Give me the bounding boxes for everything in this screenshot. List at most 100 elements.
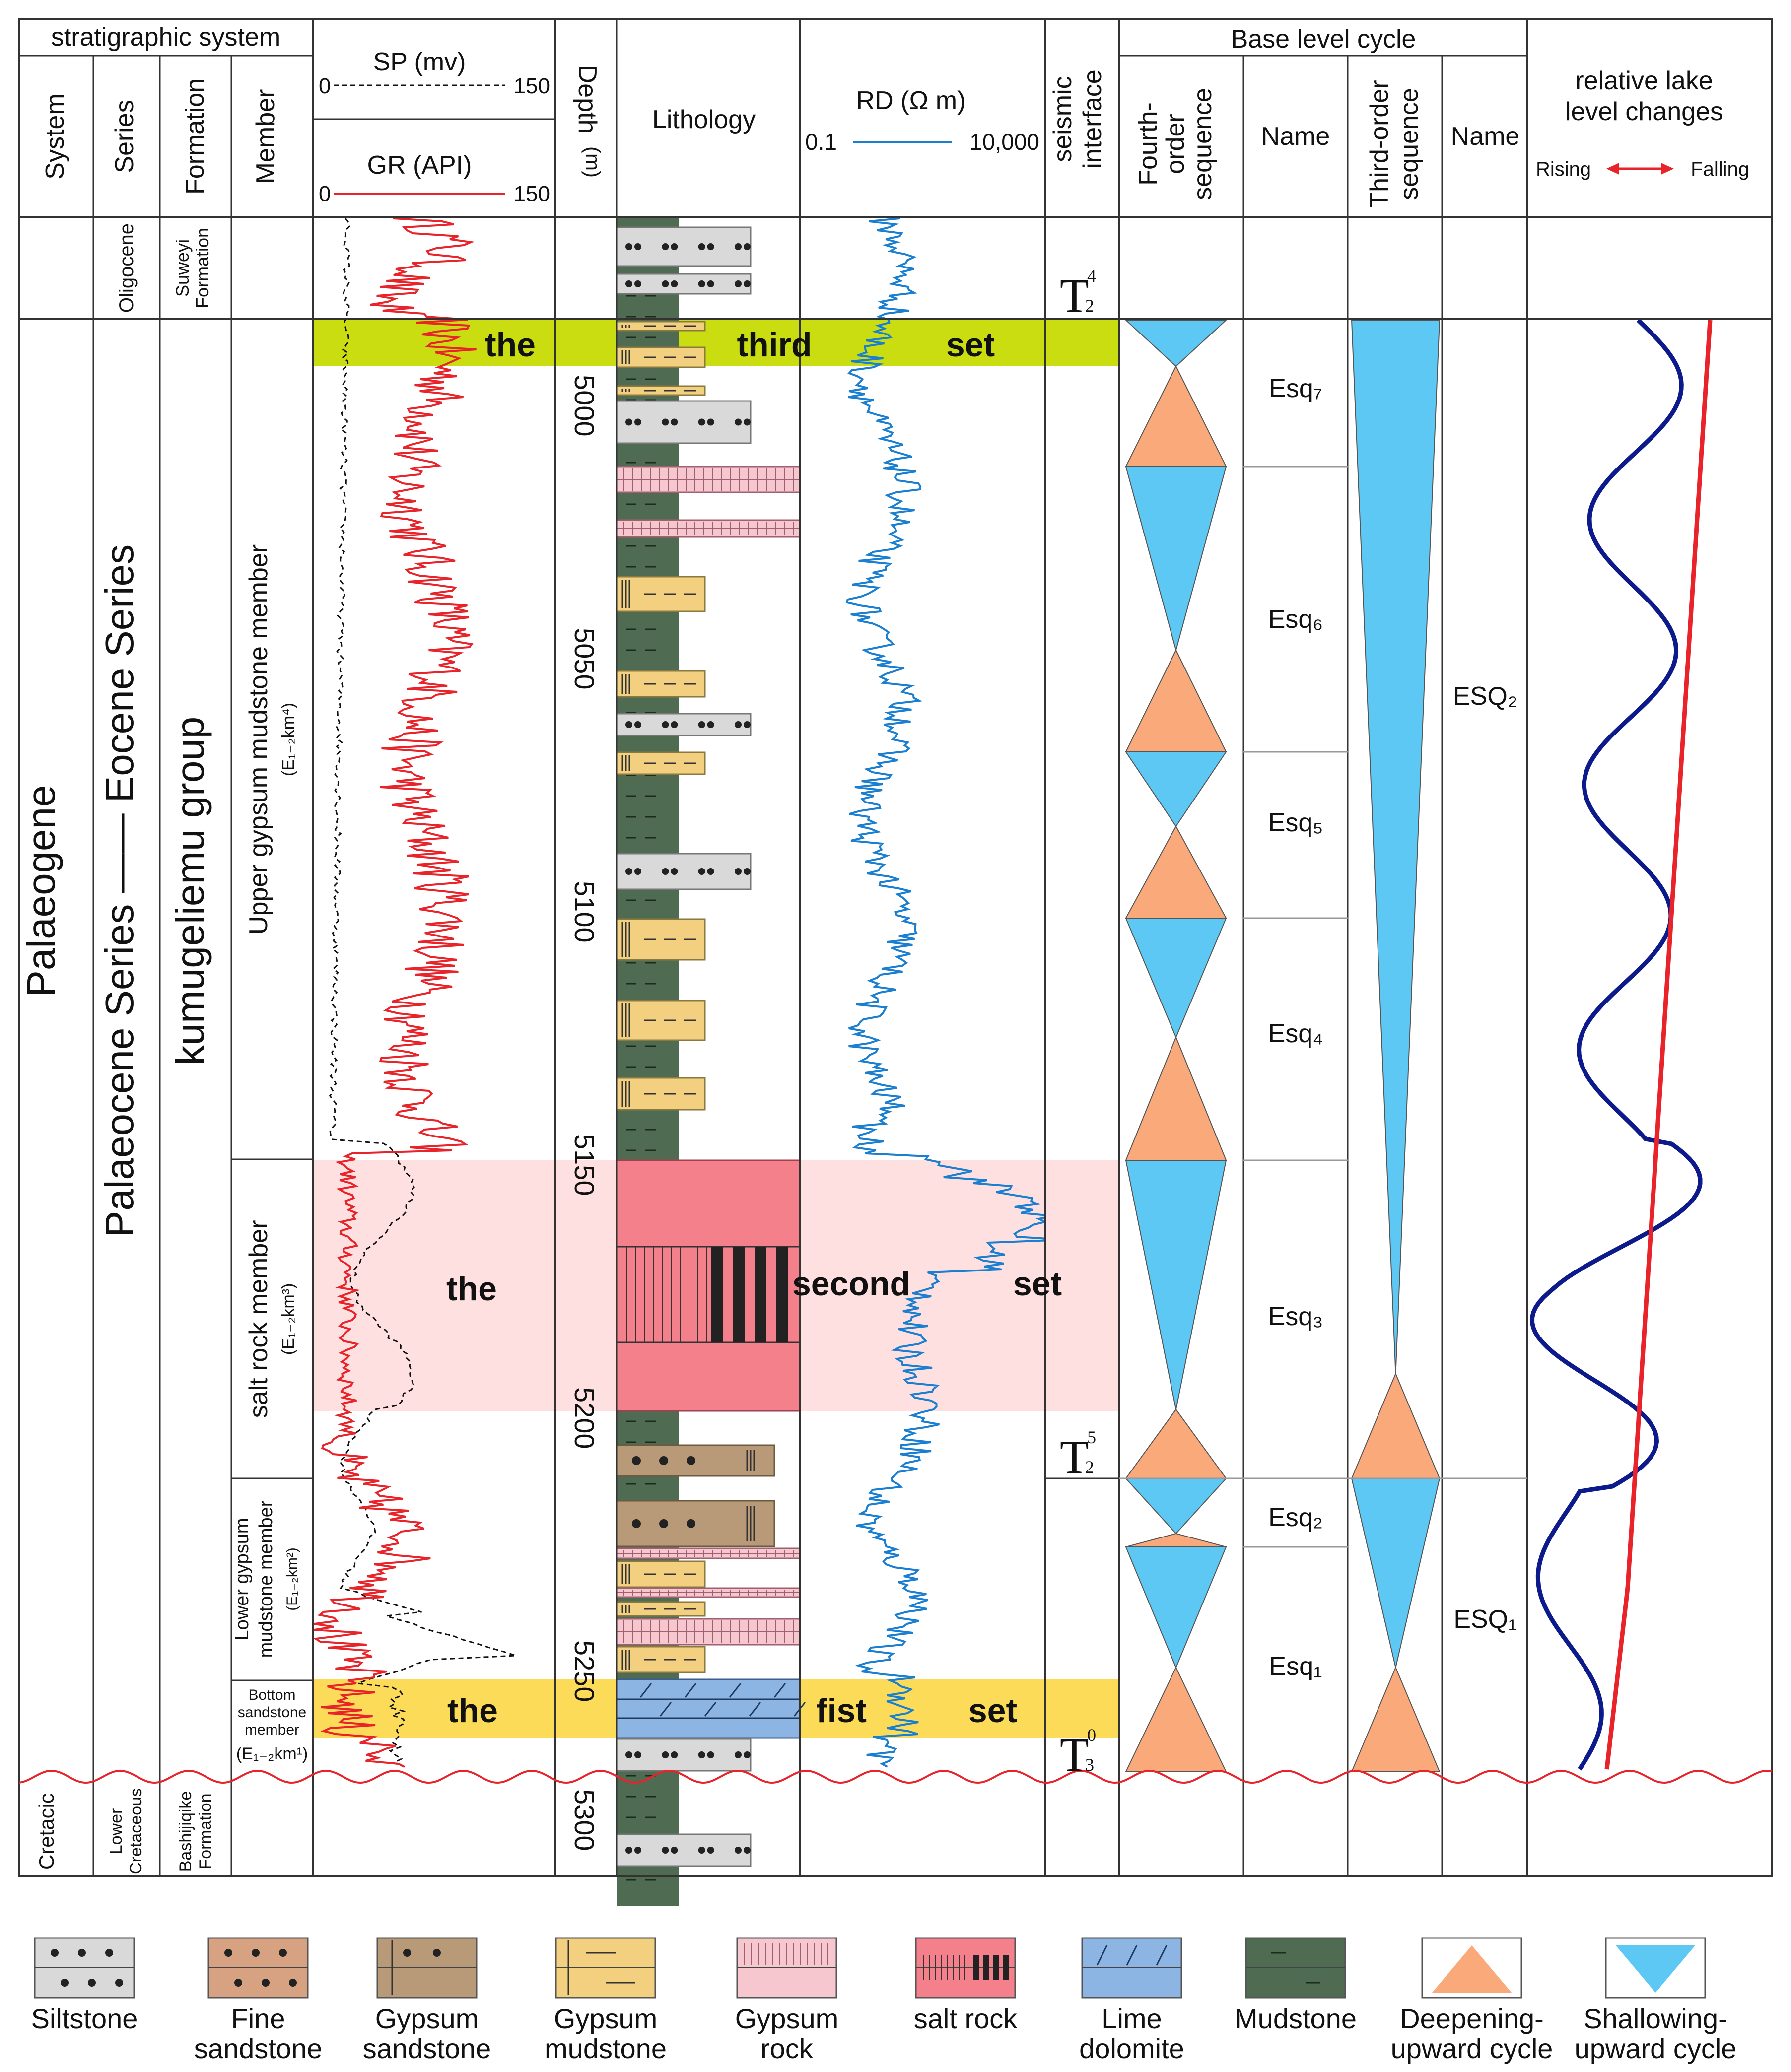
siltstone-dot xyxy=(735,721,742,728)
second-set-the: the xyxy=(446,1270,497,1308)
legend-dot xyxy=(51,1949,59,1957)
shallowing-triangle xyxy=(1351,320,1441,1374)
system-palaeogene: Palaeogene xyxy=(19,785,63,997)
lime-dolomite-mark xyxy=(773,1683,786,1698)
lake-level-blue-curve xyxy=(1530,318,1703,1771)
siltstone-dot xyxy=(625,868,632,875)
member-lower-2: mudstone member xyxy=(256,1500,276,1658)
gypsum-sandstone-dot xyxy=(632,1456,641,1465)
siltstone-dot xyxy=(698,1847,705,1854)
header-system: System xyxy=(41,93,69,179)
legend-label: Deepening- xyxy=(1400,2003,1544,2034)
siltstone-dot xyxy=(634,280,641,287)
siltstone-dot xyxy=(671,243,678,250)
siltstone-dot xyxy=(744,243,751,250)
header-sp: SP (mv) xyxy=(373,48,466,76)
legend-dot xyxy=(234,1979,242,1987)
system-cretacic: Cretacic xyxy=(35,1793,58,1870)
header: stratigraphic system System Series Forma… xyxy=(41,23,1749,208)
member-salt: salt rock member xyxy=(244,1220,273,1418)
salt-rock-mark xyxy=(711,1247,723,1342)
header-name-4th: Name xyxy=(1261,122,1330,151)
siltstone-bed xyxy=(616,273,752,295)
seismic-label: T xyxy=(1060,269,1089,322)
depth-labels: 5000 5050 5100 5150 5200 5250 5300 xyxy=(569,375,600,1851)
first-set-the: the xyxy=(447,1692,498,1730)
header-rd-max: 10,000 xyxy=(969,129,1039,155)
header-gr: GR (API) xyxy=(367,151,472,180)
legend-item: Deepening-upward cycle xyxy=(1391,1937,1553,2064)
seismic-sub: 2 xyxy=(1085,296,1094,316)
seismic-t24: T 4 2 xyxy=(1060,266,1096,322)
depth-label: 5150 xyxy=(569,1134,600,1196)
siltstone-dot xyxy=(662,243,669,250)
siltstone-dot xyxy=(671,1847,678,1854)
legend-mark xyxy=(1096,1945,1108,1966)
siltstone-dot xyxy=(671,280,678,287)
siltstone-dot xyxy=(634,243,641,250)
gypsum-sandstone-dot xyxy=(632,1519,641,1528)
header-rising: Rising xyxy=(1536,158,1591,180)
seismic-sub: 2 xyxy=(1085,1457,1094,1477)
salt-rock-mark xyxy=(755,1247,766,1342)
legend-dot xyxy=(403,1949,411,1957)
legend-dot xyxy=(61,1979,69,1987)
set-labels: the third set the second set the fist se… xyxy=(446,326,1062,1730)
legend-item: Shallowing-upward cycle xyxy=(1575,1937,1737,2064)
siltstone-dot xyxy=(662,1847,669,1854)
siltstone-dot xyxy=(671,418,678,426)
series-oligocene: Oligocene xyxy=(116,223,138,313)
siltstone-dot xyxy=(625,1751,632,1758)
member-lower-code: (E₁₋₂km²) xyxy=(284,1547,300,1611)
header-gr-min: 0 xyxy=(319,182,331,206)
siltstone-dot xyxy=(625,243,632,250)
legend-label: Siltstone xyxy=(31,2003,138,2034)
legend-label: dolomite xyxy=(1079,2033,1184,2064)
header-seismic-2: interface xyxy=(1078,69,1107,168)
third-set-set: set xyxy=(946,326,995,364)
deepening-triangle xyxy=(1125,1533,1227,1547)
shallowing-triangle xyxy=(1125,918,1227,1039)
siltstone-dot xyxy=(671,1751,678,1758)
sp-curve xyxy=(329,218,516,1768)
deepening-triangle xyxy=(1125,649,1227,752)
header-title: stratigraphic system xyxy=(51,23,280,52)
legend-mark xyxy=(1126,1945,1138,1966)
legend-mark xyxy=(1003,1955,1009,1980)
legend-dot xyxy=(224,1949,232,1957)
header-gr-max: 150 xyxy=(514,182,550,206)
header-falling: Falling xyxy=(1691,158,1749,180)
gypsum-sandstone-dot xyxy=(659,1519,668,1528)
header-lake-2: level changes xyxy=(1565,97,1723,126)
legend-label: Gypsum xyxy=(735,2003,839,2034)
depth-label: 5050 xyxy=(569,628,600,690)
siltstone-dot xyxy=(707,280,714,287)
legend-label: Lime xyxy=(1102,2003,1162,2034)
siltstone-dot xyxy=(744,280,751,287)
header-sp-max: 150 xyxy=(514,74,550,98)
sequence-names: Esq₇ Esq₆ Esq₅ Esq₄ Esq₃ Esq₂ Esq₁ ESQ₂ … xyxy=(1268,374,1517,1681)
third-set-band xyxy=(313,320,1119,366)
siltstone-dot xyxy=(707,418,714,426)
seismic-label: T xyxy=(1060,1430,1089,1483)
siltstone-dot xyxy=(735,280,742,287)
member-bottom-3: member xyxy=(245,1722,299,1738)
legend-label: upward cycle xyxy=(1391,2033,1553,2064)
legend-dot xyxy=(433,1949,441,1957)
header-seismic-1: seismic xyxy=(1048,76,1077,162)
legend-label: Gypsum xyxy=(375,2003,479,2034)
rd-curve xyxy=(845,218,1045,1768)
member-bottom-1: Bottom xyxy=(248,1687,295,1703)
lithology-column xyxy=(616,218,806,1906)
depth-label: 5100 xyxy=(569,881,600,943)
header-third-2: sequence xyxy=(1395,88,1424,200)
esq-name: Esq₂ xyxy=(1268,1503,1323,1532)
header-depth: Depth xyxy=(573,65,602,134)
legend-label: upward cycle xyxy=(1575,2033,1737,2064)
gr-curve xyxy=(313,218,477,1768)
siltstone-dot xyxy=(634,721,641,728)
seismic-interfaces: T 4 2 T 5 2 T 0 3 xyxy=(1060,266,1096,1781)
siltstone-dot xyxy=(698,243,705,250)
esq-name: Esq₄ xyxy=(1268,1019,1323,1048)
